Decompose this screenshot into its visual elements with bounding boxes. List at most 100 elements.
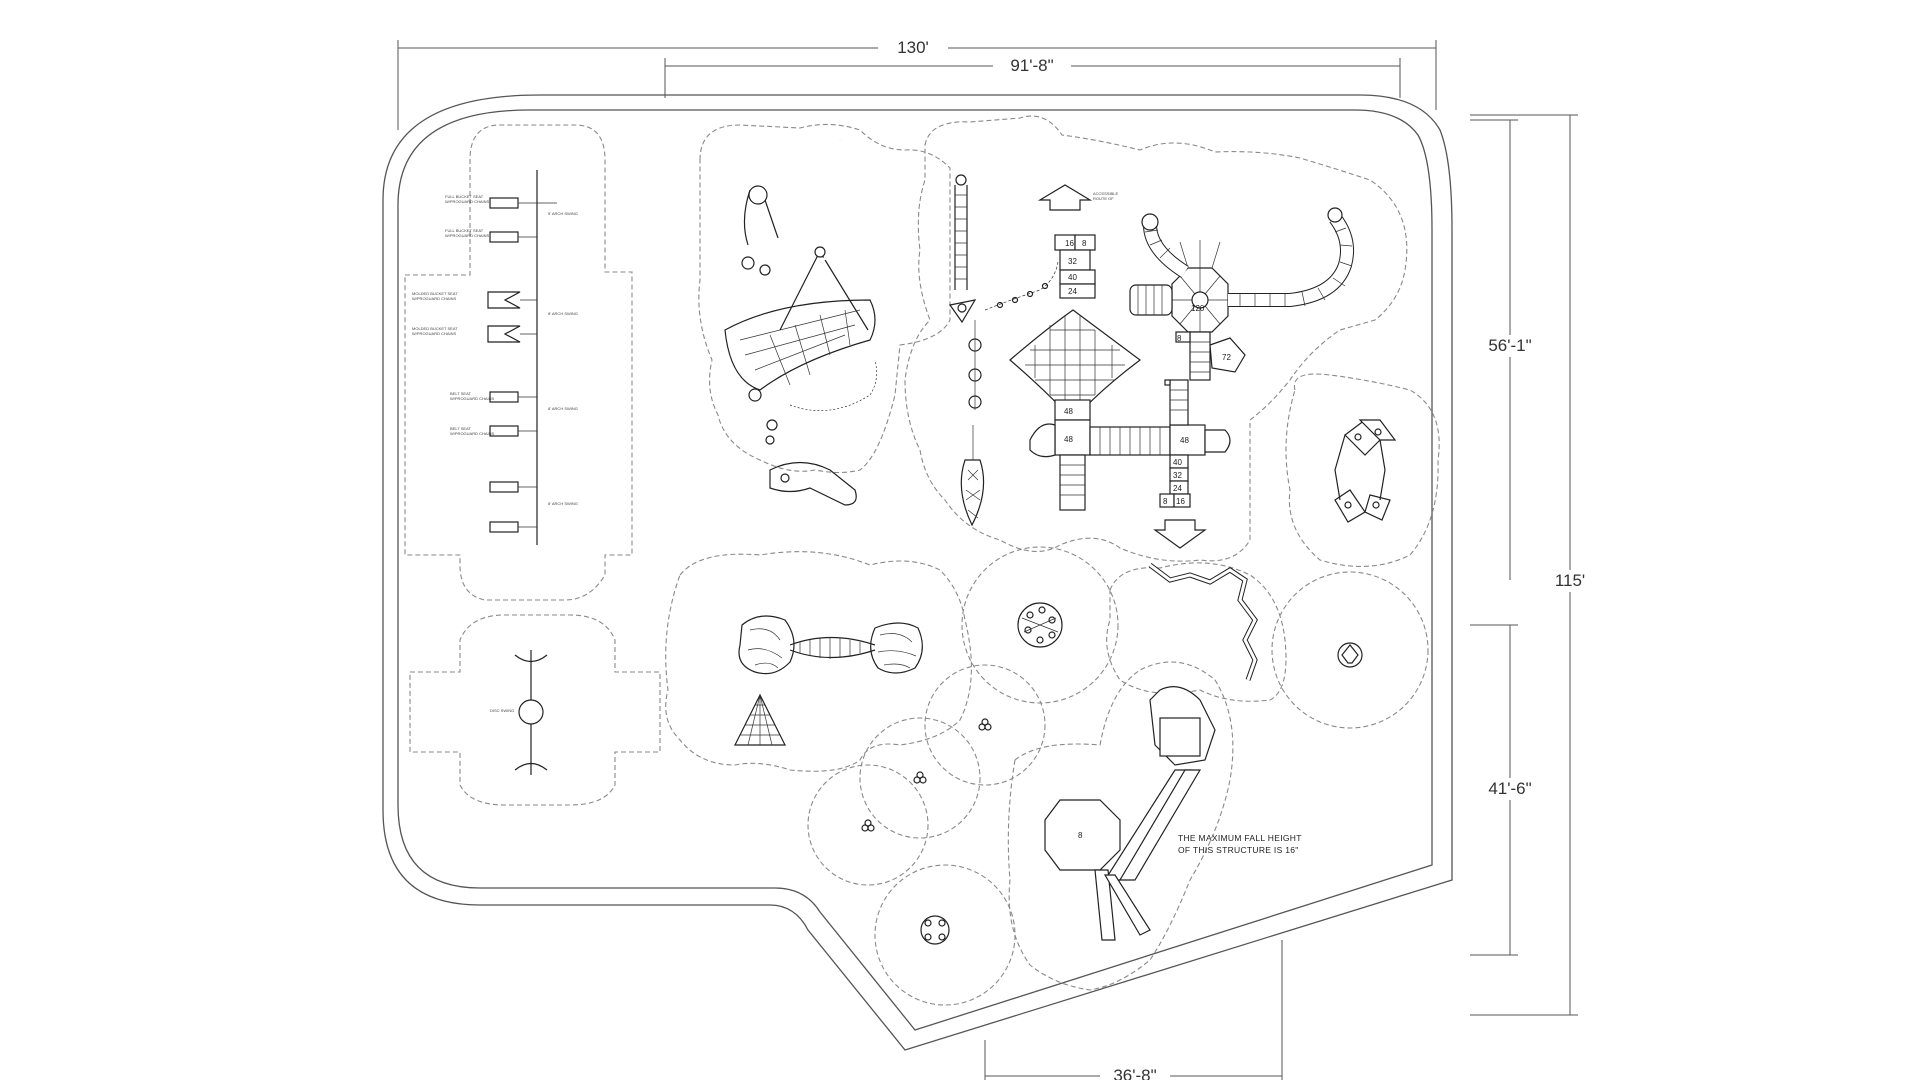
mobius-fall-zone (1285, 373, 1440, 567)
octagon-tower: 120 72 (1171, 240, 1246, 381)
svg-text:W/PROGUARD CHAINS: W/PROGUARD CHAINS (450, 431, 495, 436)
swing-seat-4 (487, 325, 537, 343)
transfer-bridge (1089, 426, 1171, 456)
dimension-right-upper: 56'-1" (1470, 119, 1545, 580)
svg-text:41'-6": 41'-6" (1488, 779, 1531, 798)
dimension-bottom: 36'-8" (984, 940, 1283, 1080)
fall-height-note: THE MAXIMUM FALL HEIGHT OF THIS STRUCTUR… (1178, 833, 1301, 855)
funnel-spinner (1337, 642, 1363, 668)
small-deck-pieces: 8 (1164, 331, 1191, 386)
net-climber: 48 (1009, 309, 1141, 421)
dimension-inner-width: 91'-8" (664, 55, 1401, 98)
svg-text:DISC SWING: DISC SWING (490, 708, 514, 713)
dimension-right-lower: 41'-6" (1470, 624, 1545, 956)
svg-text:8: 8 (1082, 239, 1087, 248)
spinner-3-fall-zone (807, 764, 929, 886)
svg-text:BELT SEAT: BELT SEAT (450, 391, 471, 396)
crew-net (789, 636, 876, 659)
ramp-structure-fall-zone (1007, 661, 1234, 991)
svg-text:130': 130' (897, 38, 929, 57)
svg-text:8: 8 (1078, 831, 1083, 840)
cozy-dome-fall-zone (961, 546, 1119, 704)
saddle-spinner-2 (913, 771, 927, 784)
arch-bridge (1129, 284, 1173, 316)
chain-arches (789, 359, 877, 411)
ramp-structure: 8 (1044, 686, 1216, 941)
svg-text:8' ARCH SWING: 8' ARCH SWING (548, 406, 578, 411)
svg-text:W/PROGUARD CHAINS: W/PROGUARD CHAINS (412, 331, 457, 336)
saddle-spinner-4 (920, 915, 950, 945)
climber-fall-zone (698, 123, 951, 474)
svg-text:91'-8": 91'-8" (1010, 56, 1053, 75)
swing-seat-8 (489, 521, 537, 533)
vertical-ladder (954, 174, 968, 290)
spider-climber (948, 299, 982, 410)
svg-text:40: 40 (1068, 273, 1077, 282)
funnel-spinner-fall-zone (1271, 571, 1429, 729)
cozy-dome (1017, 602, 1063, 648)
svg-text:72: 72 (1222, 353, 1231, 362)
swing-seat-6 (489, 425, 537, 437)
svg-text:115': 115' (1555, 571, 1585, 590)
svg-text:40: 40 (1173, 458, 1182, 467)
svg-text:16: 16 (1176, 497, 1185, 506)
disc-swing-fall-zone (409, 614, 661, 806)
svg-text:8: 8 (1177, 334, 1182, 343)
site-outer-border (382, 94, 1453, 1051)
svg-text:5' ARCH SWING: 5' ARCH SWING (548, 211, 578, 216)
swing-seat-2 (489, 231, 537, 243)
saddle-spinner-3 (861, 819, 875, 832)
main-structure-fall-zone (904, 115, 1408, 562)
chain-bridge (984, 261, 1059, 311)
svg-text:8' ARCH SWING: 8' ARCH SWING (548, 311, 578, 316)
svg-text:32: 32 (1068, 257, 1077, 266)
swing-seat-3 (487, 291, 537, 309)
svg-text:W/PROGUARD CHAINS: W/PROGUARD CHAINS (450, 396, 495, 401)
svg-text:W/PROGUARD CHAINS: W/PROGUARD CHAINS (412, 296, 457, 301)
svg-text:48: 48 (1064, 435, 1073, 444)
rocker-climber (769, 461, 857, 506)
svg-text:W/PROGUARD CHAINS: W/PROGUARD CHAINS (445, 199, 490, 204)
tube-slide-left (1141, 213, 1189, 278)
sensory-panel-wall (1148, 563, 1258, 681)
svg-text:24: 24 (1173, 484, 1182, 493)
svg-text:8' ARCH SWING: 8' ARCH SWING (548, 501, 578, 506)
swing-seat-7 (489, 481, 537, 493)
boulder-right (870, 622, 923, 674)
swing-seat-1 (489, 197, 557, 209)
svg-text:120: 120 (1191, 304, 1205, 313)
chimney-rope (960, 425, 985, 527)
svg-text:FULL BUCKET SEAT: FULL BUCKET SEAT (445, 228, 484, 233)
swing-fall-zone (404, 124, 633, 601)
boulder-left (738, 615, 795, 675)
boulder-fall-zone (665, 551, 972, 772)
net-pyramid (734, 693, 786, 746)
disc-swing: DISC SWING (490, 650, 548, 775)
svg-text:36'-8": 36'-8" (1113, 1066, 1156, 1080)
dimension-overall-height: 115' (1470, 114, 1595, 1016)
dimension-overall-width: 130' (397, 36, 1437, 130)
lower-deck-column: 48 (1029, 419, 1091, 511)
curved-slide-tube (819, 139, 857, 264)
svg-text:48: 48 (1180, 436, 1189, 445)
svg-text:MOLDED BUCKET SEAT: MOLDED BUCKET SEAT (412, 291, 458, 296)
svg-text:24: 24 (1068, 287, 1077, 296)
accessible-route-arrow-bottom (1153, 519, 1207, 549)
spinner-1-fall-zone (924, 664, 1046, 786)
svg-text:OF THIS STRUCTURE IS 16": OF THIS STRUCTURE IS 16" (1178, 845, 1299, 855)
svg-text:W/PROGUARD CHAINS: W/PROGUARD CHAINS (445, 233, 490, 238)
deck-tower: 16 8 32 40 24 (1054, 234, 1096, 299)
stepping-rings (741, 185, 779, 445)
mobius-climber (1334, 419, 1397, 523)
svg-text:ROUTE OF: ROUTE OF (1093, 196, 1114, 201)
svg-text:BELT SEAT: BELT SEAT (450, 426, 471, 431)
svg-text:ACCESSIBLE: ACCESSIBLE (1093, 191, 1118, 196)
spinner-2-fall-zone (859, 717, 981, 839)
sensory-wall-fall-zone (1106, 562, 1287, 702)
right-deck-column: 48 40 32 24 8 16 (1159, 379, 1231, 508)
swing-frame (487, 170, 557, 545)
svg-text:MOLDED BUCKET SEAT: MOLDED BUCKET SEAT (412, 326, 458, 331)
